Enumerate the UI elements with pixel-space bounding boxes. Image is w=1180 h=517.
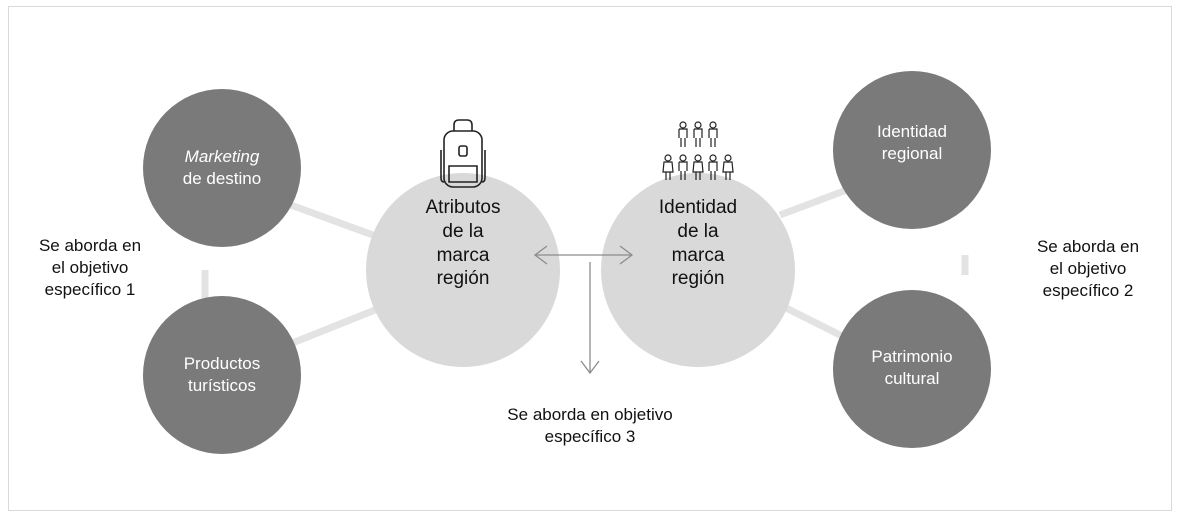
objetivo1-note-line1: Se aborda en xyxy=(38,236,142,255)
identidad-marca-circle xyxy=(601,173,795,367)
identidad-regional-circle xyxy=(833,71,991,229)
people-group-icon xyxy=(662,121,734,180)
objetivo1-note-line3: específico 1 xyxy=(44,280,136,300)
atributos-circle xyxy=(366,173,560,367)
productos-label: Productos turísticos xyxy=(152,353,292,397)
marketing-circle xyxy=(143,89,301,247)
identidad-marca-label-line3: marca xyxy=(671,244,725,266)
objetivo3-note: Se aborda en objetivo específico 3 xyxy=(465,404,715,448)
identidad-marca-label-line1: Identidad xyxy=(658,197,738,218)
backpack-icon xyxy=(440,119,486,188)
atributos-label-line1: Atributos xyxy=(425,197,501,218)
patrimonio-label-line2: cultural xyxy=(884,369,940,389)
patrimonio-label: Patrimonio cultural xyxy=(842,346,982,390)
identidad-regional-label: Identidad regional xyxy=(842,121,982,165)
objetivo1-note-line2: el objetivo xyxy=(51,258,129,278)
atributos-label-line3: marca xyxy=(436,244,490,266)
patrimonio-circle xyxy=(833,290,991,448)
identidad-regional-label-line1: Identidad xyxy=(877,122,947,141)
objetivo2-note-line1: Se aborda en xyxy=(1036,237,1140,256)
identidad-marca-label: Identidad de la marca región xyxy=(638,196,758,291)
double-arrow-horizontal xyxy=(533,245,634,265)
productos-label-line2: turísticos xyxy=(187,376,257,396)
identidad-regional-label-line2: regional xyxy=(881,144,943,164)
arrow-vertical xyxy=(580,262,600,375)
marketing-label-line2: de destino xyxy=(182,169,262,189)
objetivo3-note-line2: específico 3 xyxy=(544,427,636,447)
atributos-label-line4: región xyxy=(436,268,490,290)
atributos-label-line2: de la xyxy=(442,220,484,242)
marketing-label: Marketing de destino xyxy=(152,146,292,190)
productos-circle xyxy=(143,296,301,454)
atributos-label: Atributos de la marca región xyxy=(403,196,523,291)
marketing-label-line1: Marketing xyxy=(184,147,260,166)
identidad-marca-label-line2: de la xyxy=(677,220,719,242)
objetivo2-note: Se aborda en el objetivo específico 2 xyxy=(1018,236,1158,302)
objetivo3-note-line1: Se aborda en objetivo xyxy=(507,405,673,424)
objetivo2-note-line3: específico 2 xyxy=(1042,281,1134,301)
identidad-marca-label-line4: región xyxy=(671,268,725,290)
objetivo1-note: Se aborda en el objetivo específico 1 xyxy=(20,235,160,301)
objetivo2-note-line2: el objetivo xyxy=(1049,259,1127,279)
patrimonio-label-line1: Patrimonio xyxy=(871,347,953,366)
productos-label-line1: Productos xyxy=(183,354,261,373)
